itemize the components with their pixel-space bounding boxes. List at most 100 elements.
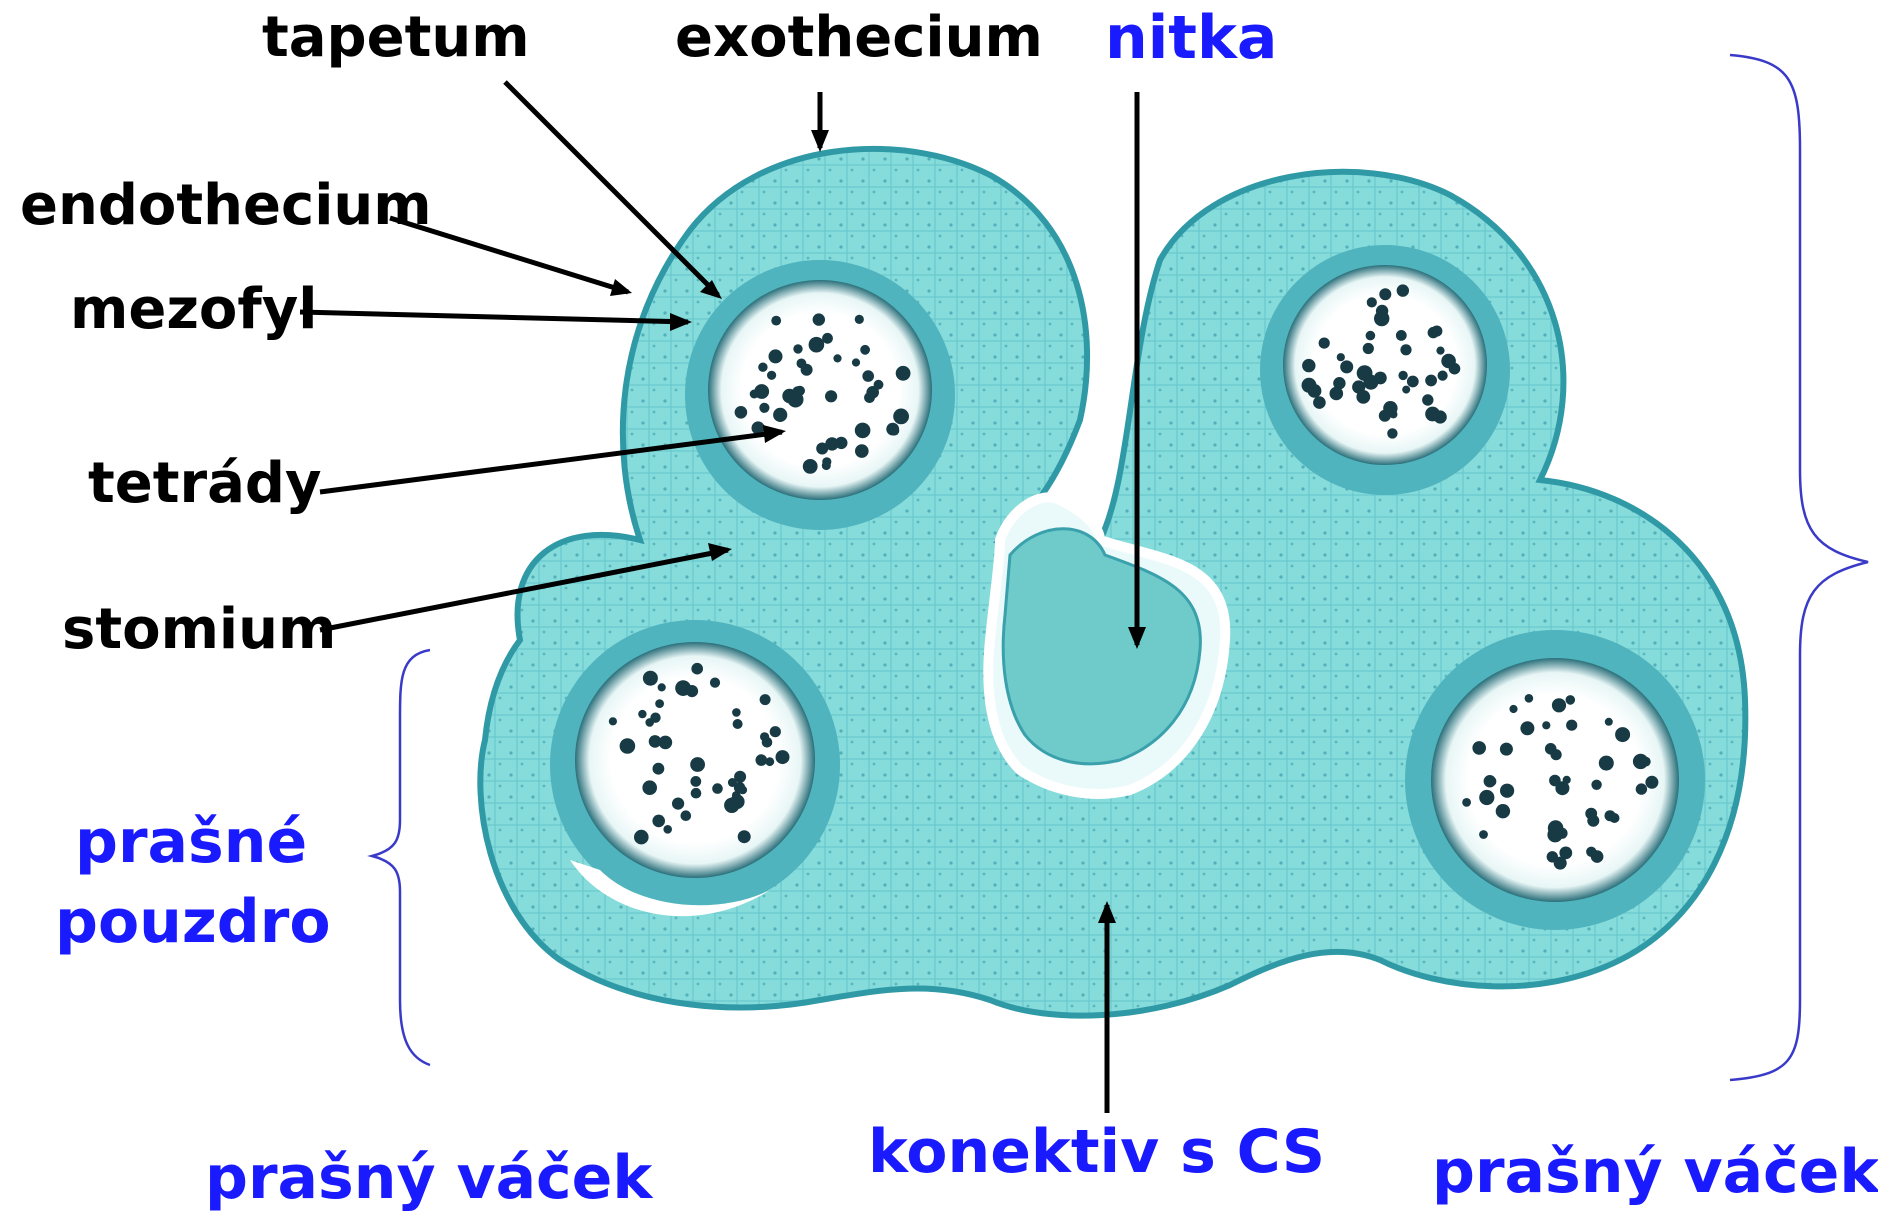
- tetrad-dot: [1402, 386, 1410, 394]
- exothecium-arrowhead: [811, 130, 829, 152]
- tetrad-dot: [643, 671, 658, 686]
- tetrad-dot: [1387, 428, 1397, 438]
- tetrad-dot: [1363, 343, 1374, 354]
- tetrad-dot: [1520, 721, 1534, 735]
- tetrad-dot: [793, 344, 802, 353]
- tetrad-dot: [792, 386, 803, 397]
- tetrad-dot: [1438, 371, 1448, 381]
- tetrad-dot: [1389, 410, 1397, 418]
- tetrad-dot: [672, 798, 684, 810]
- tetrad-dot: [638, 710, 646, 718]
- tetrad-dot: [889, 426, 899, 436]
- tetrad-dot: [738, 830, 751, 843]
- tetrad-dot: [862, 370, 874, 382]
- tetrad-dot: [1462, 798, 1471, 807]
- tetrady-label: tetrády: [88, 456, 322, 512]
- tetrad-dot: [754, 384, 769, 399]
- tetrad-dot: [1367, 297, 1377, 307]
- tetrad-dot: [620, 738, 636, 754]
- tetrad-dot: [822, 461, 831, 470]
- tetrad-dot: [1397, 284, 1409, 296]
- tetrad-dot: [769, 349, 783, 363]
- endothecium-arrowhead: [610, 279, 632, 296]
- tetrad-dot: [1407, 376, 1419, 388]
- tetrad-dot: [825, 390, 837, 402]
- tetrad-dot: [690, 776, 701, 787]
- tetrad-dot: [893, 409, 909, 425]
- tetrad-dot: [855, 315, 864, 324]
- tetrad-dot: [1500, 743, 1513, 756]
- tetrad-dot: [655, 699, 664, 708]
- tetrad-dot: [1379, 410, 1391, 422]
- tetrad-dot: [609, 717, 617, 725]
- tetrad-dot: [1330, 387, 1344, 401]
- tetrad-dot: [1374, 372, 1382, 380]
- tetrad-dot: [1356, 390, 1370, 404]
- tetrad-dot: [1398, 371, 1407, 380]
- tetrad-dot: [1425, 407, 1440, 422]
- prasne-label: prašné: [75, 812, 307, 872]
- tetrad-dot: [852, 358, 860, 366]
- tetrad-dot: [756, 754, 768, 766]
- tetrad-dot: [803, 459, 818, 474]
- tetrad-dot: [896, 366, 911, 381]
- tetrad-dot: [1552, 698, 1566, 712]
- tetrad-dot: [1366, 331, 1376, 341]
- tetrad-dot: [1605, 718, 1613, 726]
- stomium-label: stomium: [62, 602, 336, 658]
- tetrad-dot: [770, 726, 781, 737]
- tetrad-dot: [1615, 727, 1630, 742]
- tetrad-dot: [825, 437, 838, 450]
- tetrad-dot: [642, 780, 657, 795]
- exothecium-label: exothecium: [675, 10, 1043, 66]
- tetrad-dot: [691, 663, 703, 675]
- tetrad-dot: [1525, 694, 1534, 703]
- tetrad-dot: [681, 810, 692, 821]
- prasny-vacek-right-label: prašný váček: [1432, 1142, 1878, 1202]
- tetrad-dot: [710, 678, 720, 688]
- tetrad-dot: [1566, 720, 1577, 731]
- tetrad-dot: [1308, 384, 1322, 398]
- tetrad-dot: [860, 345, 870, 355]
- tetrad-dot: [760, 732, 769, 741]
- pouzdro-label: pouzdro: [55, 892, 331, 952]
- tetrad-dot: [1586, 847, 1596, 857]
- tetrad-dot: [773, 408, 787, 422]
- nitka-label: nitka: [1105, 8, 1277, 68]
- tetrad-dot: [735, 406, 748, 419]
- tetrad-dot: [1599, 756, 1614, 771]
- tetrad-dot: [1496, 804, 1510, 818]
- tetrad-dot: [1479, 790, 1494, 805]
- tetrad-dot: [1337, 353, 1345, 361]
- tetrad-dot: [649, 735, 662, 748]
- tetrad-dot: [765, 757, 774, 766]
- tetrad-dot: [733, 719, 743, 729]
- tetrad-dot: [1302, 359, 1315, 372]
- tetrad-dot: [724, 798, 739, 813]
- tetrad-dot: [658, 683, 666, 691]
- tetrad-dot: [1396, 330, 1407, 341]
- tetrad-dot: [776, 750, 790, 764]
- tetrad-dot: [1340, 360, 1353, 373]
- tetrad-dot: [653, 763, 665, 775]
- tetrad-dot: [690, 757, 705, 772]
- tetrad-dot: [1641, 757, 1651, 767]
- tetrad-dot: [691, 788, 702, 799]
- tetrad-dot: [1547, 827, 1562, 842]
- tetrad-dot: [1472, 741, 1486, 755]
- vacek-brace: [1730, 55, 1868, 1080]
- tetrad-dot: [634, 830, 649, 845]
- tetrad-dot: [1509, 705, 1517, 713]
- tetrad-dot: [734, 771, 746, 783]
- tetrad-dot: [1425, 375, 1437, 387]
- tetrad-dot: [813, 313, 825, 325]
- tetrad-dot: [1479, 830, 1488, 839]
- tetrad-dot: [712, 783, 723, 794]
- prasny-vacek-left-label: prašný váček: [205, 1148, 652, 1208]
- tetrad-dot: [650, 713, 660, 723]
- tetrad-dot: [732, 708, 741, 717]
- tetrad-dot: [652, 815, 665, 828]
- tetrad-dot: [855, 444, 869, 458]
- tetrad-dot: [809, 337, 825, 353]
